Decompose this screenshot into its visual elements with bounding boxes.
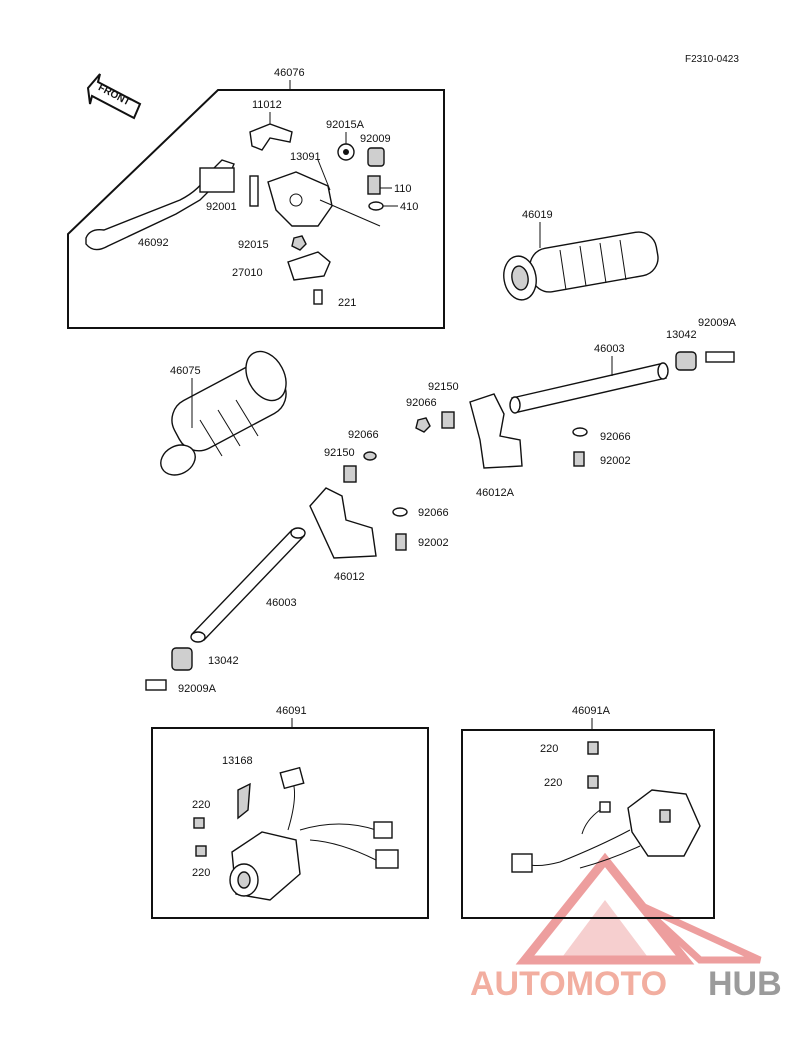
lever-assembly-box — [67, 89, 445, 329]
screw-110-part — [367, 175, 381, 195]
label-46012: 46012 — [334, 571, 365, 583]
clip-13168-part — [237, 782, 251, 820]
label-410: 410 — [400, 201, 418, 213]
label-46092: 46092 — [138, 237, 169, 249]
label-13042-left: 13042 — [208, 655, 239, 667]
switch-46091-box — [151, 727, 429, 919]
label-92066-b: 92066 — [600, 431, 631, 443]
label-92066-d: 92066 — [418, 507, 449, 519]
bolt-92150-right-part — [441, 411, 455, 429]
lever-pivot-part — [199, 167, 235, 193]
label-92150-left: 92150 — [324, 447, 355, 459]
holder-46012A-part — [469, 393, 523, 469]
label-92001: 92001 — [206, 201, 237, 213]
front-arrow-icon: FRONT — [86, 73, 142, 120]
label-13091: 13091 — [290, 151, 321, 163]
grip-46019-part — [503, 231, 659, 301]
label-92009: 92009 — [360, 133, 391, 145]
label-92009A-left: 92009A — [178, 683, 217, 695]
label-92002-left: 92002 — [418, 537, 449, 549]
screw-92009-part — [367, 147, 385, 167]
label-221: 221 — [338, 297, 356, 309]
label-92066-a: 92066 — [406, 397, 437, 409]
nut-92015-part — [291, 235, 307, 251]
label-46091: 46091 — [276, 705, 307, 717]
label-92015A: 92015A — [326, 119, 365, 131]
handlebar-switch-46091A-part — [511, 789, 701, 873]
label-46019: 46019 — [522, 209, 553, 221]
label-92009A-right: 92009A — [698, 317, 737, 329]
bracket-11012-part — [249, 123, 293, 151]
handlebar-46003-left-part — [190, 527, 306, 643]
nut-92066-d-part — [392, 507, 408, 517]
label-27010: 27010 — [232, 267, 263, 279]
screw-220-a-part — [193, 817, 205, 829]
handlebar-switch-46091-part — [229, 766, 399, 901]
screw-221-part — [313, 289, 323, 305]
watermark-text-part2: HUB — [708, 965, 782, 1003]
holder-46012-part — [309, 487, 377, 559]
label-220-c: 220 — [540, 743, 558, 755]
watermark-text-part1: AUTOMOTO — [470, 965, 667, 1003]
label-46012A: 46012A — [476, 487, 515, 499]
screw-220-b-part — [195, 845, 207, 857]
label-11012: 11012 — [252, 99, 282, 111]
washer-410-part — [368, 201, 384, 211]
weight-13042-right-part — [675, 351, 697, 371]
label-92066-c: 92066 — [348, 429, 379, 441]
bolt-92150-left-part — [343, 465, 357, 483]
grip-46075-part — [160, 350, 287, 476]
nut-92066-b-part — [572, 427, 588, 437]
label-46075: 46075 — [170, 365, 201, 377]
screw-220-c-part — [587, 741, 599, 755]
switch-27010-part — [287, 251, 331, 281]
drawing-code: F2310-0423 — [685, 54, 739, 65]
label-110: 110 — [394, 183, 412, 195]
label-92150-right: 92150 — [428, 381, 459, 393]
label-13168: 13168 — [222, 755, 253, 767]
screw-220-d-part — [587, 775, 599, 789]
nut-92066-a-part — [415, 417, 431, 433]
switch-46091A-box — [461, 729, 715, 919]
label-92002-right: 92002 — [600, 455, 631, 467]
watermark-logo — [515, 852, 762, 965]
label-46003-left: 46003 — [266, 597, 297, 609]
label-220-b: 220 — [192, 867, 210, 879]
bolt-92002-right-part — [573, 451, 585, 467]
handlebar-46003-right-part — [509, 362, 669, 414]
bolt-92009A-right-part — [705, 351, 735, 363]
label-13042-right: 13042 — [666, 329, 697, 341]
nut-92066-c-part — [363, 451, 377, 461]
bolt-92009A-left-part — [145, 679, 167, 691]
bolt-92001-part — [249, 175, 259, 207]
label-92015: 92015 — [238, 239, 269, 251]
weight-13042-left-part — [171, 647, 193, 671]
label-220-d: 220 — [544, 777, 562, 789]
label-46076: 46076 — [274, 67, 305, 79]
label-46003-right: 46003 — [594, 343, 625, 355]
label-46091A: 46091A — [572, 705, 611, 717]
label-220-a: 220 — [192, 799, 210, 811]
bolt-92002-left-part — [395, 533, 407, 551]
